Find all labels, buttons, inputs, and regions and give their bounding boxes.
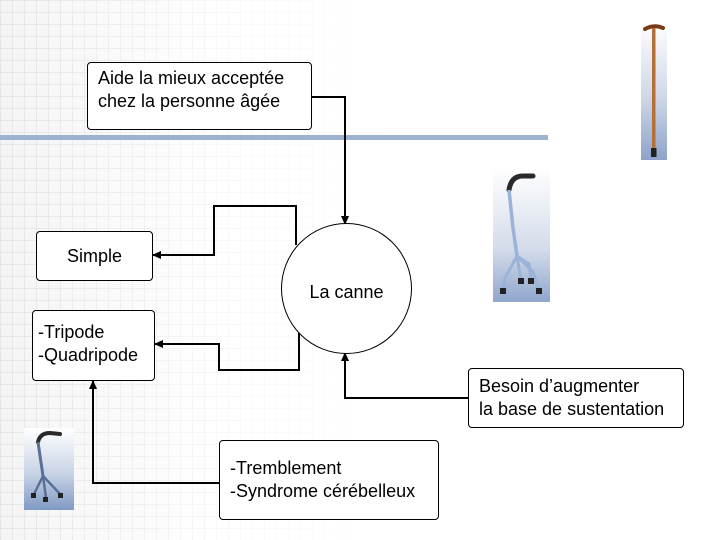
simple-cane-photo <box>641 22 667 160</box>
quad-cane-icon <box>500 173 542 294</box>
box-besoin: Besoin d’augmenter la base de sustentati… <box>468 368 684 428</box>
arrow-tremblement-to-tripode <box>89 380 220 484</box>
box-simple-label: Simple <box>66 246 123 266</box>
box-aide-line-2: chez la personne âgée <box>98 91 281 111</box>
arrow-canne-to-tripode <box>154 333 300 371</box>
box-besoin-line-2: la base de sustentation <box>479 399 665 419</box>
node-la-canne: La canne <box>281 223 412 354</box>
divider-rule <box>0 135 548 140</box>
arrow-canne-to-simple <box>152 205 297 259</box>
simple-cane-icon <box>643 24 665 157</box>
box-tremblement-line-1: -Tremblement <box>230 458 342 478</box>
arrow-top-to-canne <box>312 96 349 225</box>
box-tripode-line-1: -Tripode <box>38 322 105 342</box>
box-aide-acceptee: Aide la mieux acceptée chez la personne … <box>87 62 312 130</box>
node-la-canne-label: La canne <box>309 282 384 302</box>
tripod-cane-icon <box>31 430 63 502</box>
box-aide-line-1: Aide la mieux acceptée <box>98 68 285 88</box>
box-tremblement: -Tremblement -Syndrome cérébelleux <box>219 440 439 520</box>
box-simple: Simple <box>36 231 153 281</box>
arrow-besoin-to-canne <box>341 352 468 399</box>
box-tripode: -Tripode -Quadripode <box>32 310 155 381</box>
quad-cane-photo <box>493 168 550 302</box>
tripod-cane-photo <box>24 428 74 510</box>
box-tremblement-line-2: -Syndrome cérébelleux <box>230 481 416 501</box>
box-tripode-line-2: -Quadripode <box>38 345 139 365</box>
box-besoin-line-1: Besoin d’augmenter <box>479 376 640 396</box>
